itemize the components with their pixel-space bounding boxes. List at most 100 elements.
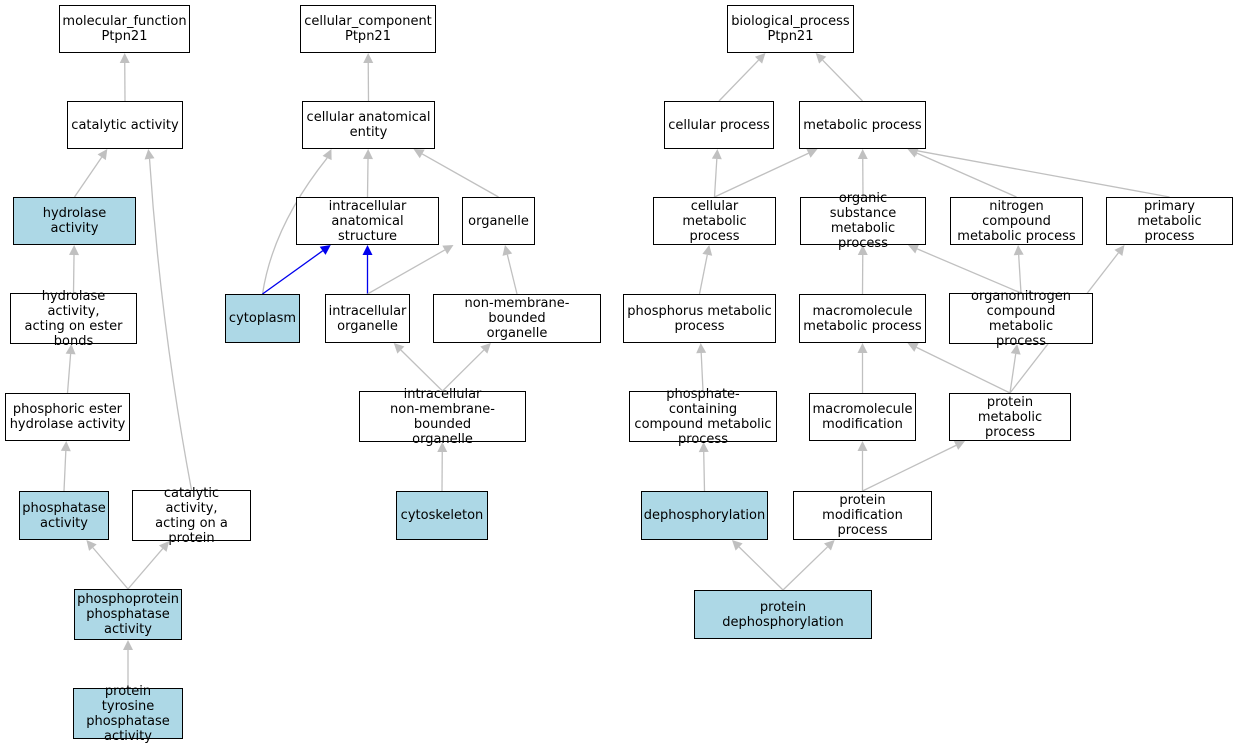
arrowhead-cytoplasm-to-ias xyxy=(319,245,331,255)
node-molecular-function-root[interactable]: molecular_function Ptpn21 xyxy=(59,5,190,53)
edge-prot_met-to-macro_met xyxy=(916,346,1011,394)
node-label: organonitrogen compound metabolic proces… xyxy=(971,288,1071,349)
node-label: catalytic activity xyxy=(71,117,179,133)
arrowhead-cat_protein-to-catalytic xyxy=(144,149,155,160)
node-label: cytoplasm xyxy=(228,311,297,326)
edge-organelle-to-cae xyxy=(421,153,499,198)
arrowhead-hydrolase_ester-to-hydrolase xyxy=(69,245,80,256)
arrowhead-cytoskeleton-to-ic_nmb xyxy=(437,442,448,453)
node-label: non-membrane-bounded organelle xyxy=(464,296,570,341)
edge-ic_nmb-to-ic_organelle xyxy=(400,349,443,392)
node-catalytic-activity-on-protein[interactable]: catalytic activity, acting on a protein xyxy=(132,486,251,546)
edge-prot_dephos-to-prot_mod xyxy=(782,546,828,591)
node-label: dephosphorylation xyxy=(643,508,766,523)
edge-phosphoprotein-to-phosphatase xyxy=(92,547,129,590)
edge-prot_met-to-organonitro xyxy=(1009,353,1017,394)
edge-ias-to-cae xyxy=(366,158,369,198)
node-protein-modification-process[interactable]: protein modification process xyxy=(793,491,932,540)
arrowhead-prot_dephos-to-dephos xyxy=(731,540,743,551)
node-intracellular-anatomical-structure[interactable]: intracellular anatomical structure xyxy=(296,197,439,245)
node-label: phosphate-containing compound metabolic … xyxy=(634,386,772,447)
edge-phosphate-to-phosphorus xyxy=(700,352,704,392)
node-macromolecule-modification[interactable]: macromolecule modification xyxy=(809,393,916,441)
node-organic-substance-metabolic-process[interactable]: organic substance metabolic process xyxy=(800,191,926,251)
node-macromolecule-metabolic-process[interactable]: macromolecule metabolic process xyxy=(799,294,926,343)
node-phosphorus-metabolic-process[interactable]: phosphorus metabolic process xyxy=(623,294,776,343)
edge-phosphorus-to-cell_met xyxy=(698,254,708,295)
node-metabolic-process[interactable]: metabolic process xyxy=(799,101,926,149)
arrowhead-phosphoprotein-to-cat_protein xyxy=(158,541,170,552)
node-cytoskeleton[interactable]: cytoskeleton xyxy=(396,491,488,540)
node-label: phosphatase activity xyxy=(22,500,106,531)
node-primary-metabolic-process[interactable]: primary metabolic process xyxy=(1106,197,1233,245)
node-intracellular-organelle[interactable]: intracellular organelle xyxy=(325,294,410,343)
node-nitrogen-compound-metabolic-process[interactable]: nitrogen compound metabolic process xyxy=(950,197,1083,245)
node-catalytic-activity[interactable]: catalytic activity xyxy=(67,101,183,149)
edge-cytoplasm-to-ias xyxy=(262,250,324,295)
arrowhead-prot_met-to-primary xyxy=(1114,245,1125,256)
node-protein-tyrosine-phosphatase[interactable]: protein tyrosine phosphatase activity xyxy=(73,684,183,744)
arrowhead-catalytic-to-mf_root xyxy=(119,53,130,64)
arrowhead-ptp-to-phosphoprotein xyxy=(123,640,133,650)
node-label: hydrolase activity, acting on ester bond… xyxy=(24,288,123,349)
edge-nmb_organelle-to-organelle xyxy=(506,254,518,295)
node-cellular-metabolic-process[interactable]: cellular metabolic process xyxy=(653,197,776,245)
arrowhead-prot_dephos-to-prot_mod xyxy=(824,540,835,551)
node-phosphoprotein-phosphatase[interactable]: phosphoprotein phosphatase activity xyxy=(74,589,182,640)
node-label: nitrogen compound metabolic process xyxy=(957,198,1076,244)
arrowhead-hydrolase-to-catalytic xyxy=(97,149,108,161)
node-label: biological_process Ptpn21 xyxy=(731,14,850,44)
node-hydrolase-activity[interactable]: hydrolase activity xyxy=(13,197,136,245)
arrowhead-ic_nmb-to-ic_organelle xyxy=(393,343,405,354)
edge-prot_mod-to-prot_met xyxy=(862,444,957,492)
node-label: macromolecule modification xyxy=(812,402,913,432)
node-label: cellular metabolic process xyxy=(682,198,747,244)
node-organonitrogen-compound-metabolic-process[interactable]: organonitrogen compound metabolic proces… xyxy=(949,289,1093,349)
edge-phosphoprotein-to-cat_protein xyxy=(127,548,164,590)
arrowhead-phosphate-to-phosphorus xyxy=(696,343,707,354)
node-organelle[interactable]: organelle xyxy=(462,197,535,245)
edge-cytoplasm-to-cae xyxy=(261,157,328,295)
node-cellular-anatomical-entity[interactable]: cellular anatomical entity xyxy=(302,101,435,149)
node-hydrolase-activity-ester-bonds[interactable]: hydrolase activity, acting on ester bond… xyxy=(10,289,137,349)
arrowhead-met_proc-to-bp_root xyxy=(815,53,827,64)
edge-cat_protein-to-catalytic xyxy=(148,158,193,491)
node-label: intracellular non-membrane-bounded organ… xyxy=(390,386,495,447)
node-phosphoric-ester-hydrolase[interactable]: phosphoric ester hydrolase activity xyxy=(5,393,130,441)
arrowhead-ic_nmb-to-nmb_organelle xyxy=(480,343,491,354)
node-phosphate-containing-compound-metabolic-process[interactable]: phosphate-containing compound metabolic … xyxy=(629,387,777,447)
edge-ic_nmb-to-nmb_organelle xyxy=(442,349,485,392)
node-label: protein tyrosine phosphatase activity xyxy=(86,683,170,744)
node-intracellular-non-membrane-bounded-organelle[interactable]: intracellular non-membrane-bounded organ… xyxy=(359,387,526,447)
arrowhead-cae-to-cc_root xyxy=(363,53,374,64)
node-label: hydrolase activity xyxy=(42,206,107,236)
edge-hydrolase_ester-to-hydrolase xyxy=(72,254,75,294)
node-protein-metabolic-process[interactable]: protein metabolic process xyxy=(949,393,1071,441)
arrowhead-prot_met-to-organonitro xyxy=(1010,344,1021,355)
edge-phosphatase-to-phosphoric_ester xyxy=(63,450,67,492)
edge-primary-to-met_proc xyxy=(917,150,1170,198)
node-biological-process-root[interactable]: biological_process Ptpn21 xyxy=(727,5,854,53)
node-label: macromolecule metabolic process xyxy=(803,303,922,334)
arrowhead-phosphoric_ester-to-hydrolase_ester xyxy=(65,344,76,355)
node-cytoplasm[interactable]: cytoplasm xyxy=(225,294,300,343)
node-label: catalytic activity, acting on a protein xyxy=(155,485,228,546)
node-protein-dephosphorylation[interactable]: protein dephosphorylation xyxy=(694,590,872,639)
arrowhead-prot_met-to-macro_met xyxy=(907,342,919,352)
node-phosphatase-activity[interactable]: phosphatase activity xyxy=(19,491,109,540)
node-label: primary metabolic process xyxy=(1137,198,1202,244)
arrowhead-organonitro-to-nitro xyxy=(1013,245,1024,256)
arrowhead-ias-to-cae xyxy=(363,149,374,160)
arrowhead-macro_met-to-org_sub xyxy=(857,245,868,256)
node-non-membrane-bounded-organelle[interactable]: non-membrane-bounded organelle xyxy=(433,294,601,343)
edge-cell_met-to-cell_proc xyxy=(713,158,718,198)
edge-phosphoric_ester-to-hydrolase_ester xyxy=(66,353,72,394)
arrowhead-ic_organelle-to-organelle xyxy=(442,245,454,255)
node-cellular-component-root[interactable]: cellular_component Ptpn21 xyxy=(300,5,436,53)
node-dephosphorylation[interactable]: dephosphorylation xyxy=(641,491,768,540)
edge-organonitro-to-org_sub xyxy=(916,248,1022,294)
node-label: cytoskeleton xyxy=(400,508,484,523)
arrowhead-nmb_organelle-to-organelle xyxy=(502,245,513,256)
node-cellular-process[interactable]: cellular process xyxy=(664,101,774,149)
node-label: phosphorus metabolic process xyxy=(627,303,772,334)
